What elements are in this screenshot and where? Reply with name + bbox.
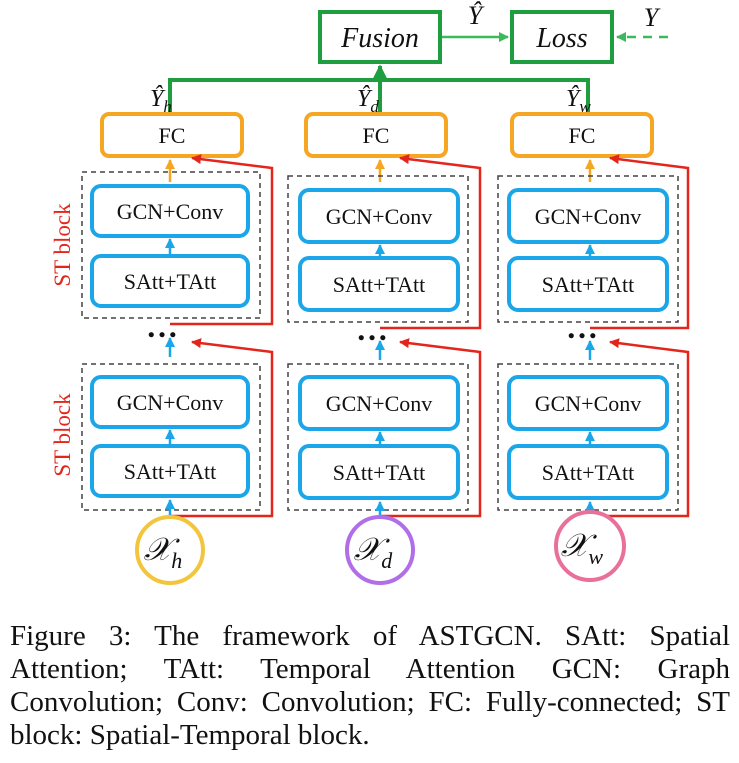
branch-w-output-label: Ŷw [566, 86, 591, 116]
branch-w-gcn-conv-upper [507, 188, 669, 244]
branch-w: Ŷw FC GCN+Conv SAtt+TAtt … GCN+Conv SAtt… [497, 86, 690, 582]
branch-h-satt-tatt-lower [90, 444, 250, 498]
branch-d-st-block-upper [287, 175, 469, 323]
astgcn-framework-diagram: Fusion Loss Ŷ Y ST block ST block Ŷh FC … [50, 1, 690, 585]
branch-h-input-circle [135, 515, 205, 585]
y-label: Y [644, 3, 661, 32]
loss-box [510, 10, 614, 64]
branch-h-fc-box [100, 112, 244, 158]
branch-h-satt-tatt-upper [90, 254, 250, 308]
branch-h-gcn-conv-lower [90, 375, 250, 429]
branch-w-gcn-conv-upper-label: GCN+Conv [535, 204, 642, 229]
branch-h-gcn-conv-upper-label: GCN+Conv [117, 199, 224, 224]
branch-w-residual-lower [590, 338, 690, 518]
branch-d-residual-upper [380, 154, 482, 330]
branch-h-residual-lower [170, 338, 274, 518]
fusion-label: Fusion [340, 23, 419, 54]
branch-w-gcn-conv-lower-label: GCN+Conv [535, 391, 642, 416]
yhat-label: Ŷ [468, 1, 485, 30]
branch-h-residual-upper [170, 154, 274, 326]
branch-h-ellipsis: … [146, 308, 178, 344]
loss-label: Loss [535, 23, 587, 54]
st-block-label-lower: ST block [50, 393, 75, 477]
figure-caption: Figure 3: The framework of ASTGCN. SAtt:… [10, 620, 730, 751]
branch-w-residual-upper [590, 154, 690, 330]
branch-d-satt-tatt-lower [298, 444, 460, 500]
branch-d-gcn-conv-lower [298, 375, 460, 431]
branch-h-fc-label: FC [159, 123, 186, 148]
branch-h-satt-tatt-lower-label: SAtt+TAtt [124, 459, 217, 484]
branch-d-gcn-conv-upper-label: GCN+Conv [326, 204, 433, 229]
fusion-box [318, 10, 442, 64]
branch-d-residual-lower [380, 338, 482, 518]
branch-d-satt-tatt-lower-label: SAtt+TAtt [333, 460, 426, 485]
branch-h-satt-tatt-upper-label: SAtt+TAtt [124, 269, 217, 294]
branch-d: Ŷd FC GCN+Conv SAtt+TAtt … GCN+Conv SAtt… [287, 86, 482, 585]
branch-w-st-block-upper [497, 175, 679, 323]
st-block-label-upper: ST block [50, 203, 75, 287]
branch-w-satt-tatt-upper-label: SAtt+TAtt [542, 272, 635, 297]
branch-w-satt-tatt-upper [507, 256, 669, 312]
branch-d-fc-box [304, 112, 448, 158]
branch-merge-line [168, 78, 590, 112]
branch-w-fc-box [510, 112, 654, 158]
branch-w-gcn-conv-lower [507, 375, 669, 431]
branch-d-gcn-conv-upper [298, 188, 460, 244]
branch-w-input-circle [554, 510, 626, 582]
branch-w-fc-label: FC [569, 123, 596, 148]
branch-d-fc-label: FC [363, 123, 390, 148]
branch-d-input-circle [345, 515, 415, 585]
branch-h-gcn-conv-upper [90, 184, 250, 238]
branch-d-ellipsis: … [356, 311, 388, 347]
branch-h: Ŷh FC GCN+Conv SAtt+TAtt … GCN+Conv SAtt… [81, 86, 274, 585]
branch-d-satt-tatt-upper [298, 256, 460, 312]
branch-d-output-label: Ŷd [357, 86, 379, 116]
branch-w-ellipsis: … [566, 309, 598, 345]
branch-h-gcn-conv-lower-label: GCN+Conv [117, 390, 224, 415]
branch-d-gcn-conv-lower-label: GCN+Conv [326, 391, 433, 416]
branch-w-satt-tatt-lower [507, 444, 669, 500]
branch-w-satt-tatt-lower-label: SAtt+TAtt [542, 460, 635, 485]
top-section: Fusion Loss Ŷ Y [168, 1, 668, 112]
branch-h-output-label: Ŷh [150, 86, 172, 116]
branch-d-satt-tatt-upper-label: SAtt+TAtt [333, 272, 426, 297]
